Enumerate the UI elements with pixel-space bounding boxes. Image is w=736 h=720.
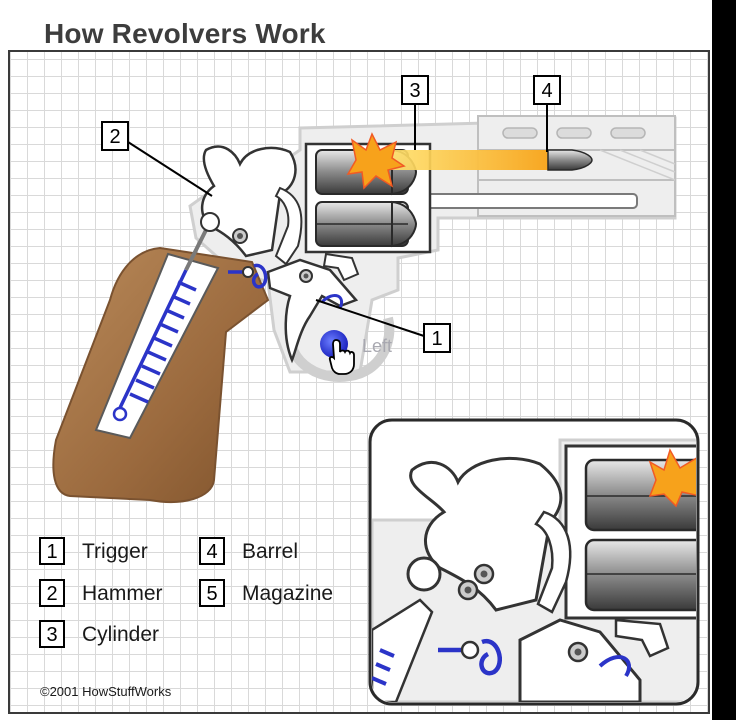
svg-text:Left: Left xyxy=(362,336,392,356)
window-edge xyxy=(712,0,736,720)
callout-3: 3 xyxy=(401,75,429,150)
mainspring xyxy=(116,269,197,413)
callout-4: 4 xyxy=(533,75,561,152)
svg-text:Hammer: Hammer xyxy=(82,582,163,605)
legend-item-hammer: 2 Hammer xyxy=(39,579,163,607)
callout-2: 2 xyxy=(101,121,213,197)
svg-text:1: 1 xyxy=(46,541,57,563)
svg-text:Barrel: Barrel xyxy=(242,540,298,563)
svg-text:3: 3 xyxy=(46,624,57,646)
muzzle-flash-icon xyxy=(346,132,560,190)
page-title: How Revolvers Work xyxy=(44,18,326,49)
legend-item-trigger: 1 Trigger xyxy=(39,537,148,565)
trigger-spring xyxy=(228,263,268,289)
svg-text:3: 3 xyxy=(409,80,420,102)
callout-1: 1 xyxy=(315,299,451,353)
legend: 1 Trigger 2 Hammer 3 Cylinder 4 Barrel 5 xyxy=(39,537,333,648)
inset-zoom-panel xyxy=(368,418,700,706)
svg-text:4: 4 xyxy=(206,541,217,563)
fired-bullet xyxy=(547,149,593,171)
svg-text:4: 4 xyxy=(541,80,552,102)
svg-text:2: 2 xyxy=(109,126,120,148)
svg-text:1: 1 xyxy=(431,328,442,350)
hand-cursor-icon xyxy=(328,339,355,375)
svg-text:Trigger: Trigger xyxy=(82,540,148,563)
copyright-notice: ©2001 HowStuffWorks xyxy=(40,684,172,699)
legend-item-barrel: 4 Barrel xyxy=(199,537,298,565)
title-bar: How Revolvers Work xyxy=(8,6,710,52)
svg-text:5: 5 xyxy=(206,583,217,605)
hammer xyxy=(200,145,297,258)
svg-text:2: 2 xyxy=(46,583,57,605)
legend-item-magazine: 5 Magazine xyxy=(199,579,333,607)
svg-text:Magazine: Magazine xyxy=(242,582,333,605)
legend-item-cylinder: 3 Cylinder xyxy=(39,620,159,648)
svg-text:Cylinder: Cylinder xyxy=(82,623,159,646)
